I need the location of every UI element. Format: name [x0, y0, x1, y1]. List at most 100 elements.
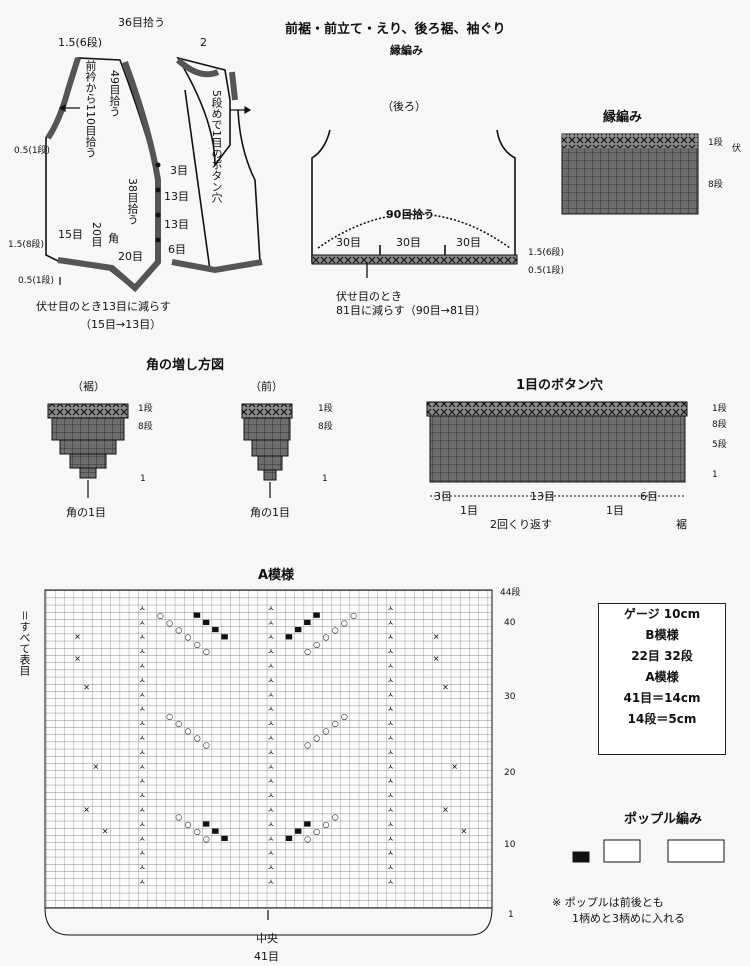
decrease-symbol: ㅅ — [267, 878, 274, 887]
gauge-line-3: 22目 32段 — [631, 649, 693, 663]
back-hem-band — [311, 254, 518, 265]
yarn-over-symbol: ○ — [194, 827, 201, 836]
decrease-symbol: ㅅ — [139, 633, 146, 642]
pattern-a-row44: 44段 — [500, 588, 521, 598]
decrease-symbol: ㅅ — [139, 820, 146, 829]
decrease-symbol: ㅅ — [267, 748, 274, 757]
back-seg-1: 30目 — [336, 236, 361, 249]
corner-inc-title: 角の増し方図 — [146, 358, 225, 373]
decrease-symbol: ㅅ — [267, 705, 274, 714]
corner-hem-label: （裾） — [72, 380, 105, 393]
vest-pick-49: 49目拾う — [108, 70, 121, 117]
corner-hem-row8: 8段 — [138, 422, 153, 432]
corner-hem-arrow1: 1 — [140, 474, 146, 484]
yarn-over-symbol: ○ — [313, 640, 320, 649]
popcorn-stitch-mark — [313, 612, 320, 618]
section-title-edging: 前裾・前立て・えり、後ろ裾、袖ぐり — [285, 22, 506, 37]
pattern-a-center: 中央 — [256, 932, 278, 945]
decrease-symbol: ㅅ — [387, 633, 394, 642]
popcorn-note-1: ※ ポップルは前後とも — [552, 896, 664, 909]
yarn-over-symbol: ○ — [203, 647, 210, 656]
buttonhole-row5: 5段 — [712, 440, 727, 450]
decrease-symbol: ㅅ — [387, 719, 394, 728]
buttonhole-arrow1: 1 — [712, 470, 718, 480]
vest-bindoff-note-2: （15目→13目） — [80, 318, 162, 331]
decrease-symbol: ㅅ — [139, 690, 146, 699]
decrease-symbol: ㅅ — [387, 834, 394, 843]
vest-front-neck-pick: 前衿から110目拾う — [84, 60, 97, 158]
decrease-symbol: ㅅ — [139, 806, 146, 815]
gauge-line-4: A模様 — [645, 670, 679, 684]
cross-stitch-symbol: ✕ — [451, 762, 458, 771]
decrease-symbol: ㅅ — [387, 748, 394, 757]
decrease-symbol: ㅅ — [139, 618, 146, 627]
vest-rows-1b: 0.5(1段) — [18, 276, 55, 286]
decrease-symbol: ㅅ — [267, 806, 274, 815]
cross-stitch-symbol: ✕ — [74, 654, 81, 663]
gauge-line-2: B模様 — [645, 628, 679, 642]
corner-st-hem: 角の1目 — [66, 506, 106, 519]
decrease-symbol: ㅅ — [139, 719, 146, 728]
vest-rows-1a: 0.5(1段) — [14, 146, 51, 156]
decrease-symbol: ㅅ — [387, 618, 394, 627]
vest-front-bands — [45, 57, 263, 293]
decrease-symbol: ㅅ — [267, 791, 274, 800]
decrease-symbol: ㅅ — [387, 777, 394, 786]
decrease-symbol: ㅅ — [267, 863, 274, 872]
vest-front-schematic — [45, 56, 261, 292]
corner-chart-hem — [47, 403, 129, 498]
yarn-over-symbol: ○ — [166, 712, 173, 721]
vest-button-dots — [155, 162, 161, 243]
pattern-a-legend: ＝すべて表目 — [18, 610, 31, 676]
buttonhole-st3: 3目 — [434, 490, 452, 503]
yarn-over-symbol: ○ — [175, 626, 182, 635]
buttonhole-hem: 裾 — [676, 518, 687, 531]
decrease-symbol: ㅅ — [387, 863, 394, 872]
decrease-symbol: ㅅ — [387, 676, 394, 685]
decrease-symbol: ㅅ — [387, 878, 394, 887]
decrease-symbol: ㅅ — [267, 762, 274, 771]
decrease-symbol: ㅅ — [387, 820, 394, 829]
popcorn-stitch-mark — [212, 828, 219, 834]
decrease-symbol: ㅅ — [387, 734, 394, 743]
corner-chart-front — [241, 403, 293, 498]
yarn-over-symbol: ○ — [313, 827, 320, 836]
yarn-over-symbol: ○ — [185, 633, 192, 642]
cross-stitch-symbol: ✕ — [461, 827, 468, 836]
popcorn-stitch-mark — [294, 828, 302, 834]
pattern-a-row30: 30 — [504, 692, 516, 702]
decrease-symbol: ㅅ — [267, 633, 274, 642]
corner-front-row1: 1段 — [318, 404, 333, 414]
vest-rows-6: 1.5(6段) — [58, 36, 103, 49]
back-bindoff-2: 81目に減らす（90目→81目） — [336, 304, 486, 317]
vest-st-13a: 13目 — [164, 190, 189, 203]
popcorn-stitch-mark — [221, 634, 228, 640]
yarn-over-symbol: ○ — [203, 741, 210, 750]
gauge-line-1: ゲージ 10cm — [623, 607, 701, 621]
yarn-over-symbol: ○ — [304, 741, 311, 750]
corner-front-arrow1: 1 — [322, 474, 328, 484]
gauge-line-6: 14段＝5cm — [627, 712, 697, 726]
cross-stitch-symbol: ✕ — [442, 806, 449, 815]
cross-stitch-symbol: ✕ — [433, 633, 440, 642]
buttonhole-title: 1目のボタン穴 — [516, 378, 604, 393]
popcorn-stitch-mark — [202, 821, 210, 827]
pattern-a-width: 41目 — [254, 950, 279, 963]
yarn-over-symbol: ○ — [323, 633, 330, 642]
edge-swatch-top — [562, 134, 698, 148]
yarn-over-symbol: ○ — [313, 734, 320, 743]
decrease-symbol: ㅅ — [387, 705, 394, 714]
back-rows-1: 0.5(1段) — [528, 266, 565, 276]
vest-band-width: 2 — [200, 36, 207, 49]
popcorn-stitch-mark — [285, 835, 293, 841]
corner-st-front: 角の1目 — [250, 506, 290, 519]
decrease-symbol: ㅅ — [139, 791, 146, 800]
decrease-symbol: ㅅ — [267, 647, 274, 656]
decrease-symbol: ㅅ — [139, 662, 146, 671]
buttonhole-st6: 6目 — [640, 490, 658, 503]
decrease-symbol: ㅅ — [139, 748, 146, 757]
decrease-symbol: ㅅ — [387, 762, 394, 771]
popcorn-stitch-mark — [304, 619, 311, 625]
decrease-symbol: ㅅ — [267, 618, 274, 627]
